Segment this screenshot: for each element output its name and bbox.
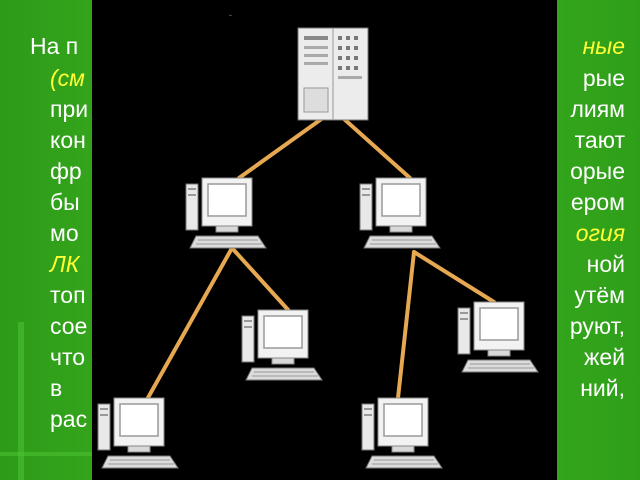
text-fragment: рые (582, 65, 625, 91)
computer-workstation-icon (241, 309, 323, 381)
computer-workstation-icon (97, 397, 179, 469)
decorative-dash: - (229, 10, 232, 20)
text-line: топ утём (0, 276, 640, 314)
text-fragment: лиям (570, 96, 625, 122)
highlighted-term: ЛК (50, 251, 80, 277)
text-fragment: бы (50, 189, 80, 215)
text-fragment: руют, (569, 313, 625, 339)
computer-workstation-icon (185, 177, 267, 249)
computer-workstation-icon (359, 177, 441, 249)
server-tower-icon (297, 27, 369, 121)
text-fragment: тают (574, 127, 625, 153)
link-server-to-node-left (237, 108, 336, 180)
text-fragment: жей (583, 344, 625, 370)
text-fragment: что (50, 344, 86, 370)
text-fragment: кон (50, 127, 86, 153)
network-diagram-panel: - (92, 0, 557, 480)
network-diagram (97, 27, 539, 469)
text-line: в ний, (0, 369, 640, 407)
network-links (138, 108, 496, 414)
text-fragment: рас (50, 406, 88, 432)
link-right-to-mid-right (412, 250, 496, 304)
link-right-to-bottom-right (396, 250, 416, 400)
text-line: фр орые (0, 152, 640, 190)
link-left-to-mid-left (230, 246, 292, 314)
computer-workstation-icon (457, 301, 539, 373)
text-fragment: мо (50, 220, 79, 246)
text-line: рас (0, 400, 640, 438)
text-line: ЛК ной (0, 245, 640, 283)
text-fragment: в (50, 375, 63, 401)
text-fragment: орые (570, 158, 625, 184)
text-fragment: На п (30, 33, 79, 59)
text-fragment: фр (50, 158, 82, 184)
decorative-accent-bar (18, 322, 24, 480)
text-fragment: ной (586, 251, 625, 277)
text-fragment: ний, (580, 375, 625, 401)
text-fragment: утём (574, 282, 625, 308)
text-fragment: при (50, 96, 89, 122)
text-line: что жей (0, 338, 640, 376)
text-line: сое руют, (0, 307, 640, 345)
decorative-accent-bar (0, 452, 98, 456)
text-line: (см рые (0, 59, 640, 97)
link-server-to-node-right (332, 108, 412, 180)
highlighted-term: огия (575, 220, 625, 246)
text-fragment: ером (570, 189, 625, 215)
text-line: бы ером (0, 183, 640, 221)
text-fragment: топ (50, 282, 86, 308)
computer-workstation-icon (361, 397, 443, 469)
highlighted-term: ные (582, 33, 625, 59)
text-line: На п ные (0, 27, 640, 65)
highlighted-term: (см (50, 65, 85, 91)
text-fragment: сое (50, 313, 88, 339)
text-line: мо огия (0, 214, 640, 252)
text-line: кон тают (0, 121, 640, 159)
link-left-to-bottom-left (138, 246, 234, 414)
text-line: при лиям (0, 90, 640, 128)
